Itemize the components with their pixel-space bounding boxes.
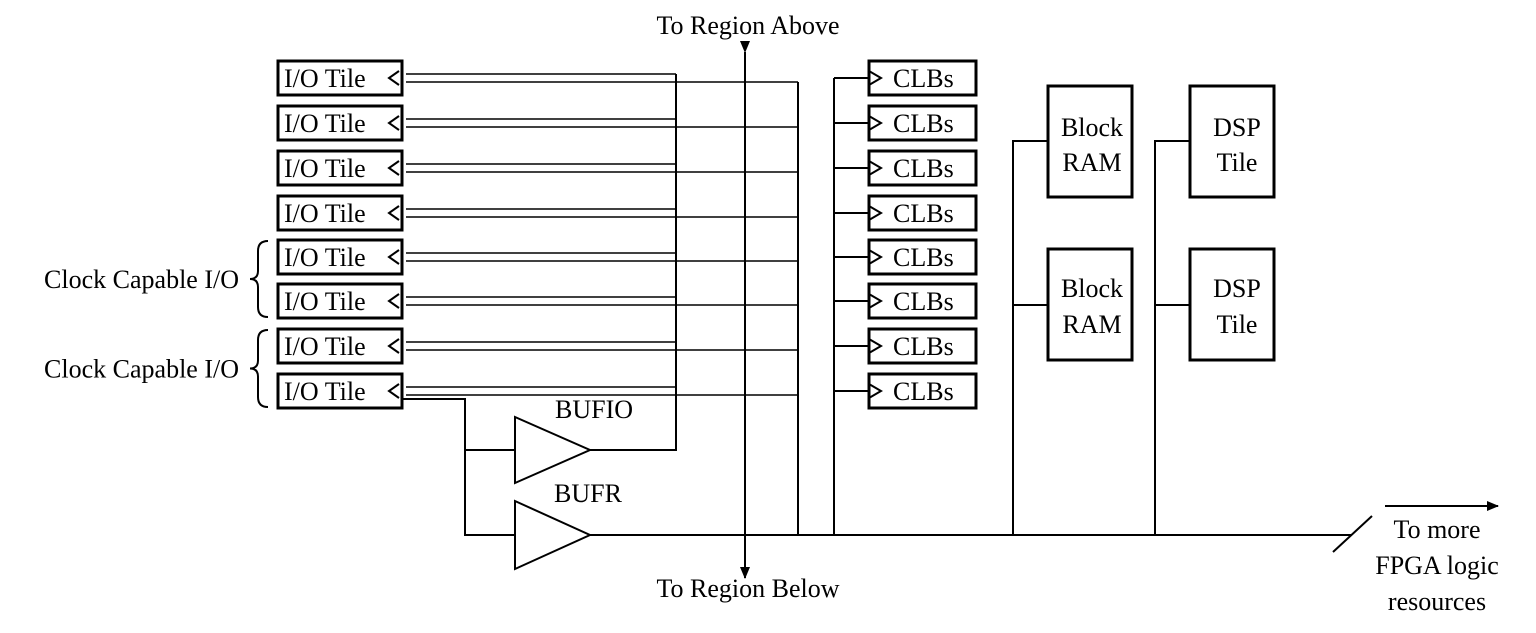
io-tile: I/O Tile [276,282,404,320]
io-input-arrow-icon [387,70,400,86]
block-ram-1-line2: RAM [1062,148,1121,177]
io-tile-label: I/O Tile [284,287,366,316]
io-input-arrow-icon [387,205,400,221]
clb-block: CLBs [867,104,978,142]
block-ram-1: Block RAM [1046,84,1134,199]
block-ram-2-line2: RAM [1062,310,1121,339]
clb-label: CLBs [893,332,954,361]
dsp-tile-1-line1: DSP [1213,113,1261,142]
bufio-label: BUFIO [555,395,633,424]
clb-block: CLBs [867,149,978,187]
region-above-label: To Region Above [656,11,839,40]
io-tile: I/O Tile [276,327,404,365]
clb-label: CLBs [893,199,954,228]
dsp-tile-2-line2: Tile [1217,310,1258,339]
io-tile: I/O Tile [276,149,404,187]
clock-capable-group: Clock Capable I/O [44,329,269,408]
io-input-arrow-icon [387,338,400,354]
clock-input-icon [868,338,883,354]
clb-label: CLBs [893,287,954,316]
clb-label: CLBs [893,64,954,93]
clock-input-icon [868,115,883,131]
dsp-tile-1-line2: Tile [1217,148,1258,177]
clock-wires [402,73,1352,536]
clb-label: CLBs [893,109,954,138]
bufio-buffer: BUFIO [514,395,633,485]
io-tile-label: I/O Tile [284,377,366,406]
clock-capable-groups: Clock Capable I/O Clock Capable I/O [44,240,269,408]
bus-slash [1332,515,1373,553]
io-input-arrow-icon [387,160,400,176]
brace-icon [249,240,269,318]
io-tile: I/O Tile [276,194,404,232]
clock-input-icon [868,249,883,265]
clock-capable-label: Clock Capable I/O [44,355,239,384]
clb-block: CLBs [867,59,978,97]
clock-capable-group: Clock Capable I/O [44,240,269,318]
clb-label: CLBs [893,243,954,272]
block-ram-1-line1: Block [1061,113,1123,142]
dsp-tile-2-line1: DSP [1213,274,1261,303]
io-input-arrow-icon [387,249,400,265]
io-tile: I/O Tile [276,372,404,410]
io-input-arrow-icon [387,383,400,399]
clb-block: CLBs [867,194,978,232]
io-input-arrow-icon [387,115,400,131]
more-logic-line3: resources [1388,587,1486,616]
io-tile: I/O Tile [276,104,404,142]
io-tile-label: I/O Tile [284,243,366,272]
brace-icon [249,329,269,408]
io-tile-label: I/O Tile [284,154,366,183]
dsp-tile-2: DSP Tile [1188,247,1276,362]
io-tile-label: I/O Tile [284,332,366,361]
clb-label: CLBs [893,377,954,406]
bufr-buffer: BUFR [514,479,623,571]
block-ram-2: Block RAM [1046,247,1134,362]
block-ram-2-line1: Block [1061,274,1123,303]
clock-capable-label: Clock Capable I/O [44,265,239,294]
clock-input-icon [868,160,883,176]
clb-block: CLBs [867,282,978,320]
clb-label: CLBs [893,154,954,183]
clb-block: CLBs [867,238,978,276]
io-tile: I/O Tile [276,59,404,97]
clb-block: CLBs [867,327,978,365]
bufr-label: BUFR [554,479,623,508]
more-logic-line2: FPGA logic [1375,551,1499,580]
clock-input-icon [868,293,883,309]
dsp-tile-1: DSP Tile [1188,84,1276,199]
io-tile-label: I/O Tile [284,64,366,93]
clock-input-icon [868,205,883,221]
clb-block: CLBs [867,372,978,410]
io-tile-label: I/O Tile [284,199,366,228]
region-below-label: To Region Below [656,574,839,603]
clock-input-icon [868,70,883,86]
io-tile: I/O Tile [276,238,404,276]
more-logic-line1: To more [1394,515,1481,544]
io-input-arrow-icon [387,293,400,309]
io-tile-label: I/O Tile [284,109,366,138]
clock-input-icon [868,383,883,399]
